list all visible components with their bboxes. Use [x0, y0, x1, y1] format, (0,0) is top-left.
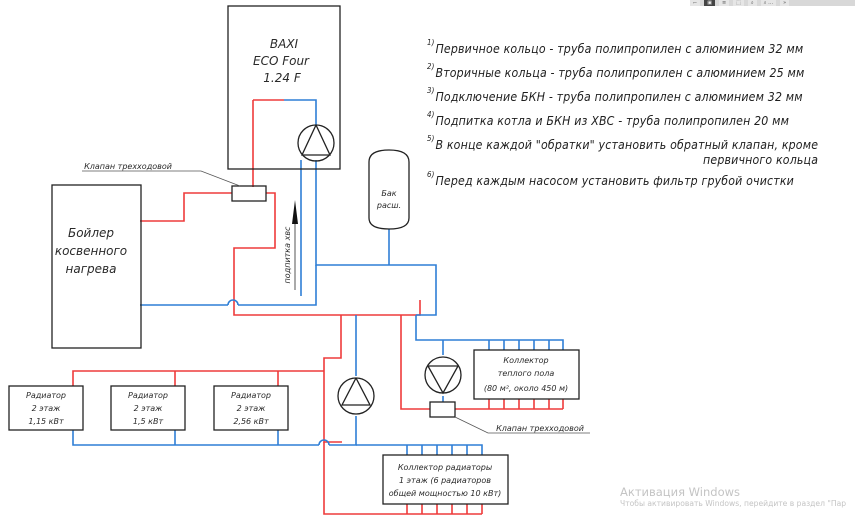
- watermark-title: Активация Windows: [620, 485, 741, 499]
- return-pipe: [284, 99, 317, 125]
- supply-pipe: [400, 315, 430, 410]
- radiator-pump-icon: [337, 377, 375, 415]
- boiler-pump-icon: [297, 124, 335, 162]
- floor-collector-line-2: теплого пола: [498, 369, 555, 378]
- radiator-2[interactable]: [110, 385, 186, 431]
- return-pipe: [238, 265, 317, 306]
- return-pipes: [72, 99, 564, 455]
- expansion-tank[interactable]: [368, 149, 410, 230]
- supply-pipe: [72, 370, 324, 386]
- note-text: Подключение БКН - труба полипропилен с а…: [435, 89, 803, 104]
- boiler-label-3: 1.24 F: [263, 71, 302, 85]
- return-pipe: [315, 160, 437, 316]
- radiator-collector-return-taps: [406, 445, 468, 455]
- feed-label: подпитка хвс: [283, 226, 292, 283]
- note-2: 2)Вторичные кольца - труба полипропилен …: [427, 62, 804, 80]
- radiator-collector-supply-taps: [406, 504, 483, 514]
- tank-label-2: расш.: [376, 201, 401, 210]
- radiator-2-line-1: Радиатор: [128, 391, 168, 400]
- radiator-collector[interactable]: [382, 454, 509, 505]
- supply-pipe: [323, 315, 342, 443]
- toolbar-button[interactable]: ⌕ …: [760, 0, 777, 6]
- gas-boiler[interactable]: [227, 5, 341, 170]
- radiator-3[interactable]: [213, 385, 289, 431]
- indirect-boiler-label-1: Бойлер: [68, 226, 114, 240]
- toolbar-button[interactable]: ≡: [718, 0, 730, 6]
- radiator-collector-line-1: Коллектор радиаторы: [398, 463, 492, 472]
- tank-label-1: Бак: [381, 189, 396, 198]
- note-4: 4)Подпитка котла и БКН из ХВС - труба по…: [427, 110, 789, 128]
- supply-pipe: [140, 192, 232, 222]
- note-6: 6)Перед каждым насосом установить фильтр…: [427, 170, 794, 188]
- note-continuation: первичного кольца: [703, 152, 819, 167]
- return-pipe: [356, 444, 483, 455]
- toolbar-button-active[interactable]: ▣: [704, 0, 715, 6]
- indirect-boiler-label-3: нагрева: [66, 262, 117, 276]
- radiator-collector-line-2: 1 этаж (6 радиаторов: [399, 476, 491, 485]
- supply-pipe: [323, 442, 482, 515]
- toolbar-button[interactable]: ⌐: [690, 0, 701, 6]
- pipe-crossover: [227, 299, 239, 306]
- valve-top-label: Клапан трехходовой: [84, 162, 172, 171]
- note-number: 5): [427, 134, 435, 143]
- watermark-subtitle: Чтобы активировать Windows, перейдите в …: [620, 499, 847, 508]
- note-text: Вторичные кольца - труба полипропилен с …: [435, 65, 805, 80]
- note-text: В конце каждой "обратки" установить обра…: [435, 137, 819, 152]
- pipe-crossover: [318, 439, 330, 446]
- radiator-3-line-1: Радиатор: [231, 391, 271, 400]
- leader-lines: [82, 170, 590, 434]
- note-text: Перед каждым насосом установить фильтр г…: [435, 173, 795, 188]
- radiator-3-line-2: 2 этаж: [237, 404, 267, 413]
- toolbar-button[interactable]: »: [780, 0, 790, 6]
- floor-collector-return-taps: [488, 340, 550, 350]
- valve-floor-label: Клапан трехходовой: [496, 424, 584, 433]
- cad-toolbar: ⌐ ▣ ≡ ⬚ ⌕ ⌕ … »: [690, 0, 855, 6]
- radiator-2-line-2: 2 этаж: [134, 404, 164, 413]
- windows-activation-watermark: Активация Windows Чтобы активировать Win…: [620, 485, 846, 508]
- floor-collector[interactable]: [473, 349, 580, 400]
- supply-pipe: [233, 192, 421, 316]
- note-1: 1)Первичное кольцо - труба полипропилен …: [427, 38, 803, 56]
- note-number: 6): [427, 170, 435, 179]
- feed-arrow: [292, 200, 298, 290]
- return-pipe: [72, 430, 319, 446]
- return-pipe: [329, 416, 357, 446]
- boiler-label-2: ECO Four: [253, 54, 310, 68]
- note-3: 3)Подключение БКН - труба полипропилен с…: [427, 86, 803, 104]
- note-number: 3): [427, 86, 435, 95]
- radiator-1-line-3: 1,15 кВт: [28, 417, 64, 426]
- toolbar-button[interactable]: ⌕: [747, 0, 757, 6]
- three-way-valve-floor[interactable]: [429, 401, 456, 418]
- radiator-1-line-2: 2 этаж: [32, 404, 62, 413]
- note-number: 4): [427, 110, 435, 119]
- indirect-boiler[interactable]: [51, 184, 142, 349]
- floor-pump-icon: [424, 356, 462, 395]
- boiler-label-1: BAXI: [270, 37, 299, 51]
- radiator-3-line-3: 2,56 кВт: [233, 417, 269, 426]
- note-text: Первичное кольцо - труба полипропилен с …: [435, 41, 804, 56]
- note-5: 5)В конце каждой "обратки" установить об…: [427, 134, 818, 167]
- supply-pipes: [72, 99, 564, 515]
- note-number: 1): [427, 38, 435, 47]
- indirect-boiler-label-2: косвенного: [55, 244, 127, 258]
- floor-collector-line-3: (80 м², около 450 м): [484, 384, 568, 393]
- note-text: Подпитка котла и БКН из ХВС - труба поли…: [435, 113, 790, 128]
- radiator-2-line-3: 1,5 кВт: [133, 417, 164, 426]
- radiator-collector-line-3: общей мощностью 10 кВт): [389, 489, 502, 498]
- radiator-1-line-1: Радиатор: [26, 391, 66, 400]
- floor-collector-line-1: Коллектор: [503, 356, 548, 365]
- toolbar-button[interactable]: ⬚: [733, 0, 744, 6]
- floor-collector-supply-taps: [488, 399, 564, 409]
- radiator-1[interactable]: [8, 385, 84, 431]
- note-number: 2): [427, 62, 435, 71]
- three-way-valve-top[interactable]: [231, 185, 267, 202]
